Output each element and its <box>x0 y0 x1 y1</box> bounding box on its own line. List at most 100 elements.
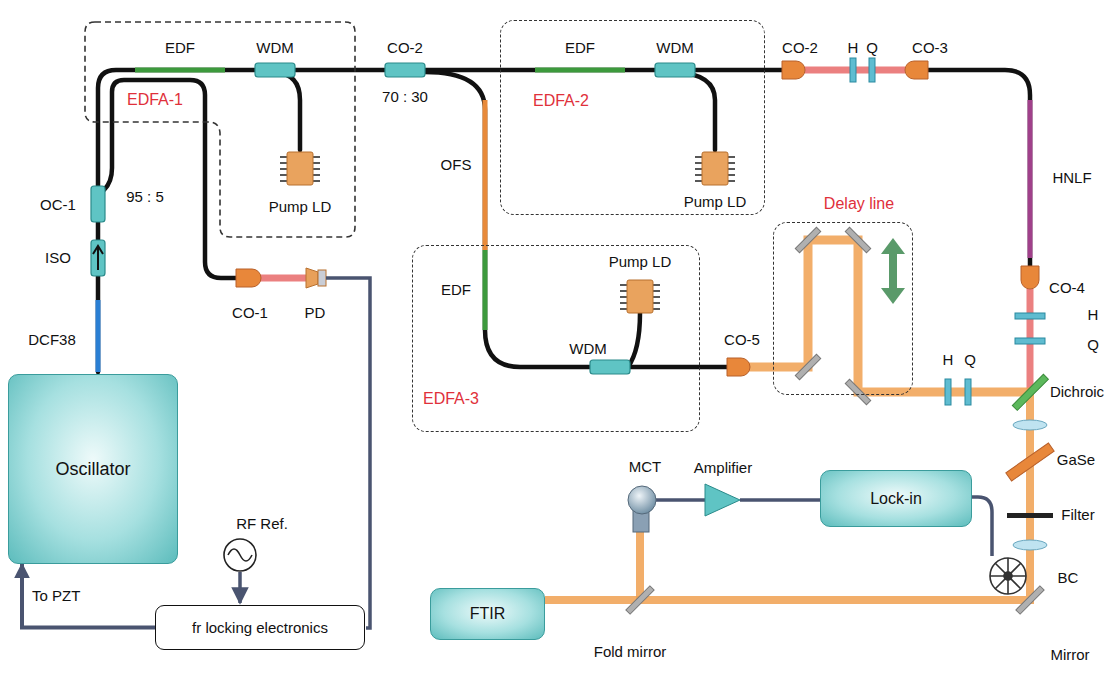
part-label: CO-2 <box>387 40 423 57</box>
group-title: EDFA-3 <box>423 390 479 408</box>
photodiode <box>306 268 318 288</box>
translation-arrow <box>889 252 897 290</box>
optical-fiber <box>675 72 715 150</box>
mirror <box>795 354 820 379</box>
electrical-wire <box>740 498 820 502</box>
part-label: WDM <box>656 40 694 57</box>
translation-arrow <box>881 238 905 304</box>
part-label: CO-1 <box>232 305 268 322</box>
chopper <box>990 558 1026 594</box>
part-label: Q <box>964 352 976 369</box>
collimator <box>727 358 750 376</box>
mirror <box>795 227 820 252</box>
part-label: CO-3 <box>912 40 948 57</box>
fiber-segment <box>535 68 625 73</box>
fiber-segment <box>98 70 1030 372</box>
pump-laser-diode <box>280 152 735 313</box>
photodiode <box>318 270 326 286</box>
optical-fiber <box>425 72 727 367</box>
group-outline <box>85 22 355 237</box>
waveplate <box>850 58 1045 405</box>
laser-beam <box>744 240 1030 392</box>
part-label: PD <box>305 305 326 322</box>
waveplate <box>869 58 875 82</box>
part-label: DCF38 <box>28 332 76 349</box>
part-label: OFS <box>441 157 472 174</box>
part-label: HNLF <box>1052 170 1091 187</box>
part-label: Q <box>866 40 878 57</box>
part-label: BC <box>1058 570 1079 587</box>
photodiode <box>306 268 326 288</box>
fiber-component <box>91 186 105 222</box>
waveplate <box>945 379 951 405</box>
part-label: Fold mirror <box>594 644 667 661</box>
pump-laser-diode <box>695 152 735 185</box>
mirror <box>626 586 654 614</box>
fiber-component <box>385 63 425 77</box>
electrical-wire <box>656 498 705 502</box>
collimator <box>782 61 805 79</box>
rf-source <box>224 539 256 571</box>
part-label: Pump LD <box>269 199 332 216</box>
filter <box>1007 513 1053 518</box>
dichroic-mirror <box>1012 374 1048 410</box>
part-label: OC-1 <box>40 197 76 214</box>
part-label: Pump LD <box>609 254 672 271</box>
mirror <box>845 379 870 404</box>
waveplate <box>1015 313 1045 319</box>
group-title: EDFA-2 <box>533 92 589 110</box>
fiber-segment <box>1028 100 1033 258</box>
ftir-box: FTIR <box>430 588 545 640</box>
part-label: EDF <box>441 282 471 299</box>
part-label: RF Ref. <box>236 516 288 533</box>
laser-beam <box>545 392 1030 600</box>
detector <box>628 486 656 514</box>
translation-arrow <box>881 238 905 254</box>
optical-fiber <box>275 72 300 150</box>
chopper <box>1004 572 1012 580</box>
amplifier-group: EDFA-3 <box>412 245 700 432</box>
box-label: fr locking electronics <box>192 619 328 636</box>
box-label: Lock-in <box>870 490 922 508</box>
crystal <box>1006 443 1054 481</box>
part-label: H <box>943 352 954 369</box>
lockin-box: Lock-in <box>820 470 972 527</box>
fiber-segment <box>483 250 488 330</box>
part-label: EDF <box>565 40 595 57</box>
laser-beam <box>259 70 1030 600</box>
optical-fiber <box>104 80 236 278</box>
part-label: Filter <box>1061 507 1094 524</box>
control-wire <box>22 564 155 628</box>
fiber-component <box>255 63 295 77</box>
collimator <box>236 269 261 287</box>
part-label: CO-5 <box>724 332 760 349</box>
dichroic-mirror <box>1012 374 1048 410</box>
optical-fiber <box>928 70 1030 266</box>
fiber-segment <box>135 68 225 73</box>
collimator <box>1021 266 1039 289</box>
optical-fiber <box>98 70 1030 372</box>
chopper <box>990 558 1026 594</box>
fiber-component <box>655 63 695 77</box>
part-label: Dichroic <box>1050 384 1104 401</box>
mirror <box>626 227 1044 614</box>
collimator <box>905 61 928 79</box>
part-label: GaSe <box>1057 452 1095 469</box>
part-label: Mirror <box>1050 647 1089 664</box>
fiber-component <box>590 360 630 374</box>
rf-source <box>228 549 252 561</box>
part-label: WDM <box>569 341 607 358</box>
edge-label: To PZT <box>30 588 82 605</box>
pump-laser-diode <box>280 152 320 185</box>
group-title: EDFA-1 <box>127 91 183 109</box>
part-label: Q <box>1087 337 1099 354</box>
mirror <box>845 227 870 252</box>
delay-line-group: Delay line <box>773 222 913 395</box>
amplifier-group: EDFA-2 <box>500 20 765 215</box>
collimator <box>236 61 1039 376</box>
electrical-wire <box>238 572 242 603</box>
part-label: MCT <box>629 459 662 476</box>
fiber-segment <box>96 300 101 372</box>
pump-laser-diode <box>620 280 660 313</box>
